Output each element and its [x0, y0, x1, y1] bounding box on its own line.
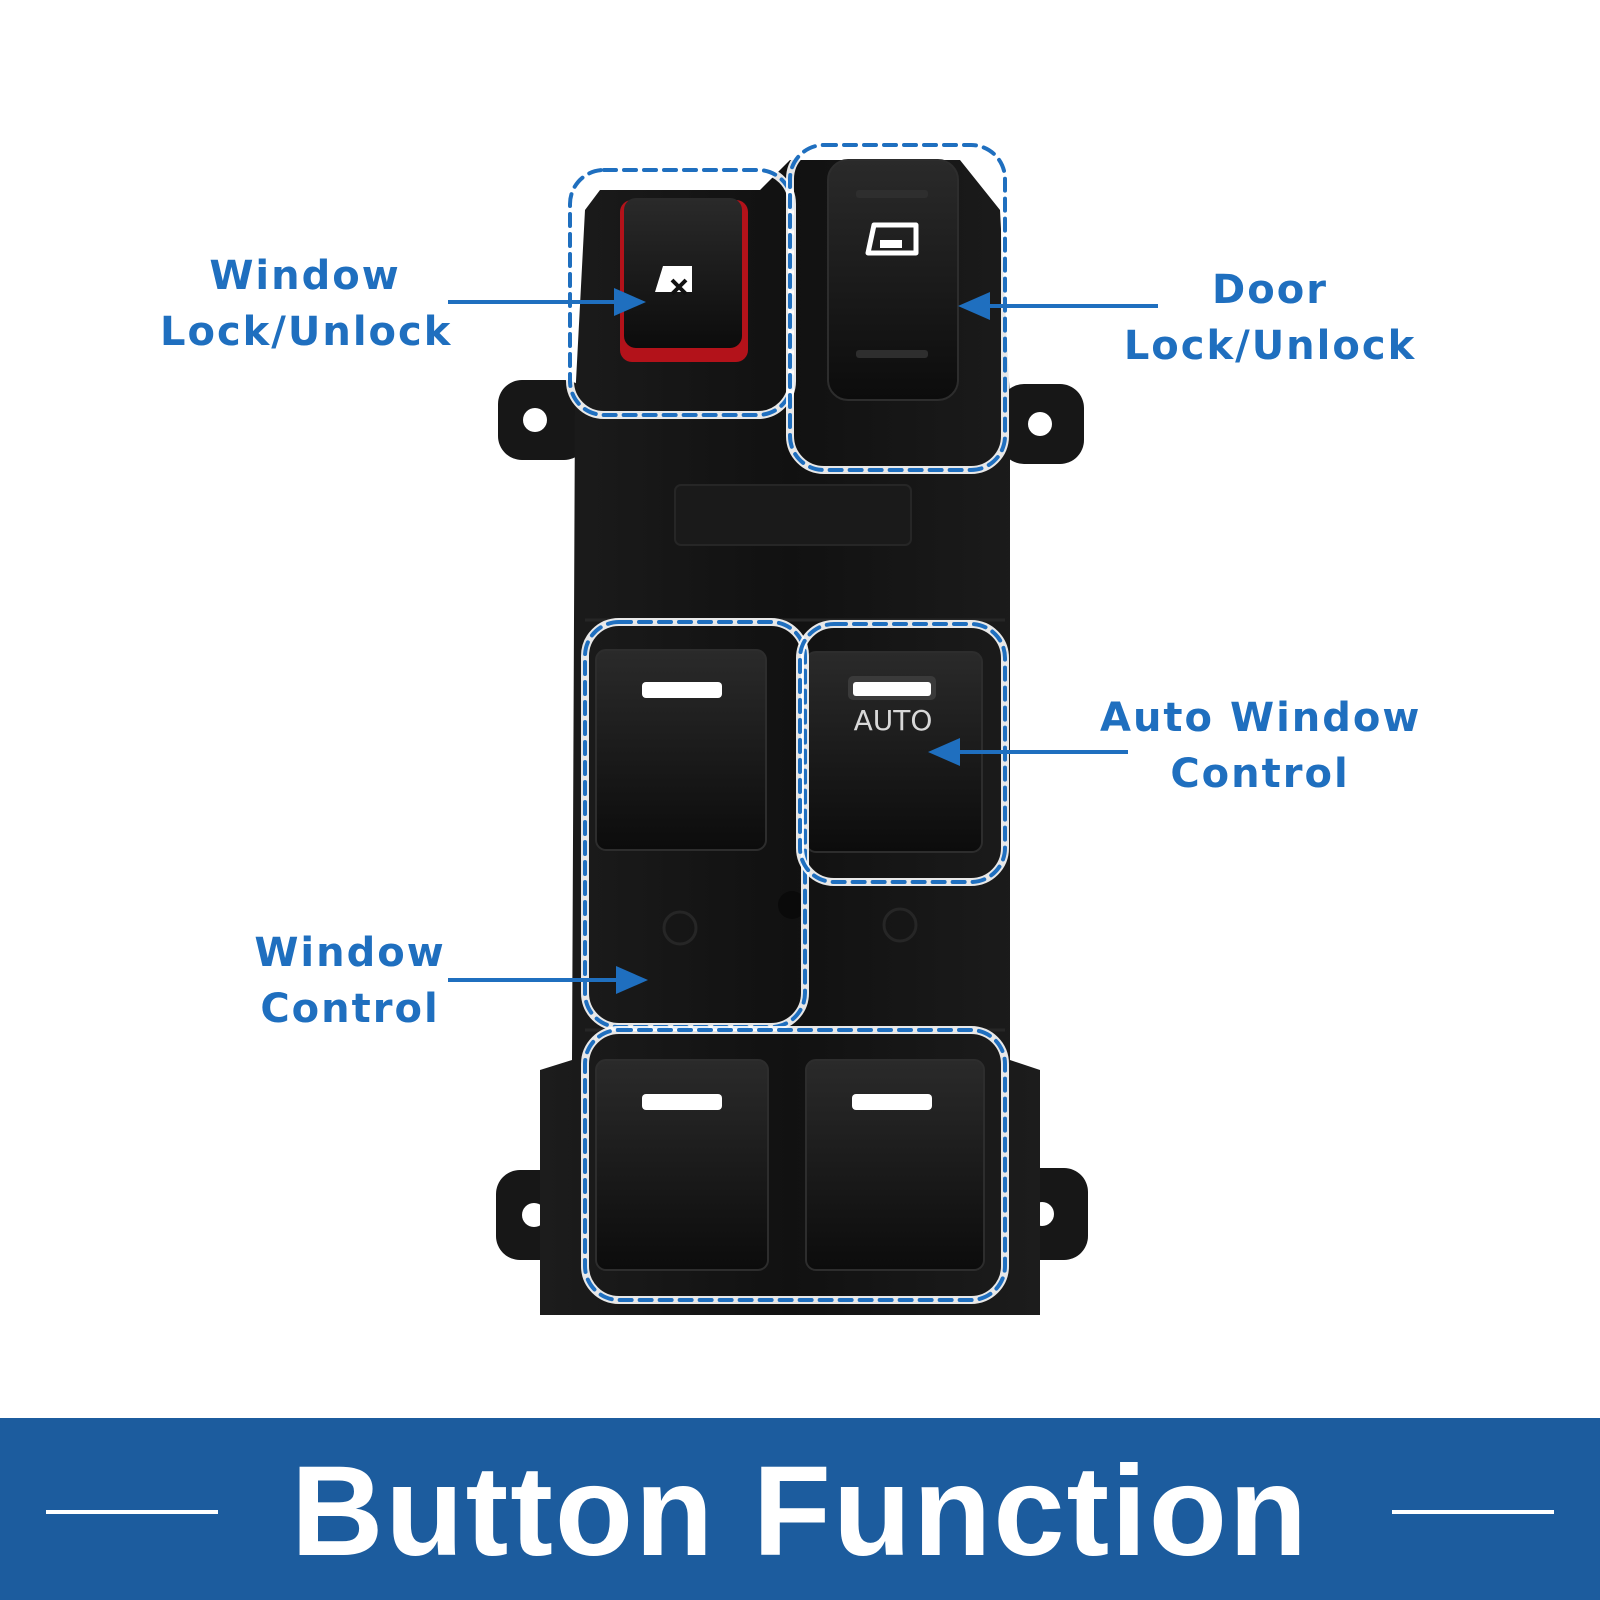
- label-window-control: Window Control: [254, 930, 446, 1032]
- arrow-window-control: [448, 966, 648, 994]
- label-auto-window: Auto Window Control: [1100, 695, 1422, 797]
- door-lock-button[interactable]: [827, 159, 959, 401]
- arrow-auto-window: [928, 738, 1128, 766]
- label-door-lock: Door Lock/Unlock: [1123, 267, 1417, 369]
- window-switch-front-left[interactable]: [595, 649, 767, 851]
- mounting-tab-top-right: [1000, 384, 1084, 464]
- window-lock-button[interactable]: [620, 198, 748, 362]
- window-switch-rear-right[interactable]: [805, 1059, 985, 1271]
- mounting-tab-top-left: [498, 380, 588, 460]
- molded-part-plate: [674, 484, 912, 546]
- window-lock-icon: [655, 266, 692, 296]
- banner-title: Button Function: [290, 1440, 1310, 1583]
- window-switch-rear-left[interactable]: [595, 1059, 769, 1271]
- auto-text: AUTO: [854, 704, 933, 737]
- door-lock-icon: [865, 222, 919, 256]
- label-window-lock: Window Lock/Unlock: [160, 253, 453, 355]
- banner-rule-right: [1392, 1510, 1554, 1514]
- banner-rule-left: [46, 1510, 218, 1514]
- arrow-door-lock: [958, 292, 1158, 320]
- title-banner: Button Function: [0, 1418, 1600, 1600]
- window-switch-front-right-auto[interactable]: AUTO: [805, 651, 983, 853]
- arrow-window-lock: [448, 288, 646, 316]
- switch-panel-illustration: AUTO: [448, 141, 1158, 1315]
